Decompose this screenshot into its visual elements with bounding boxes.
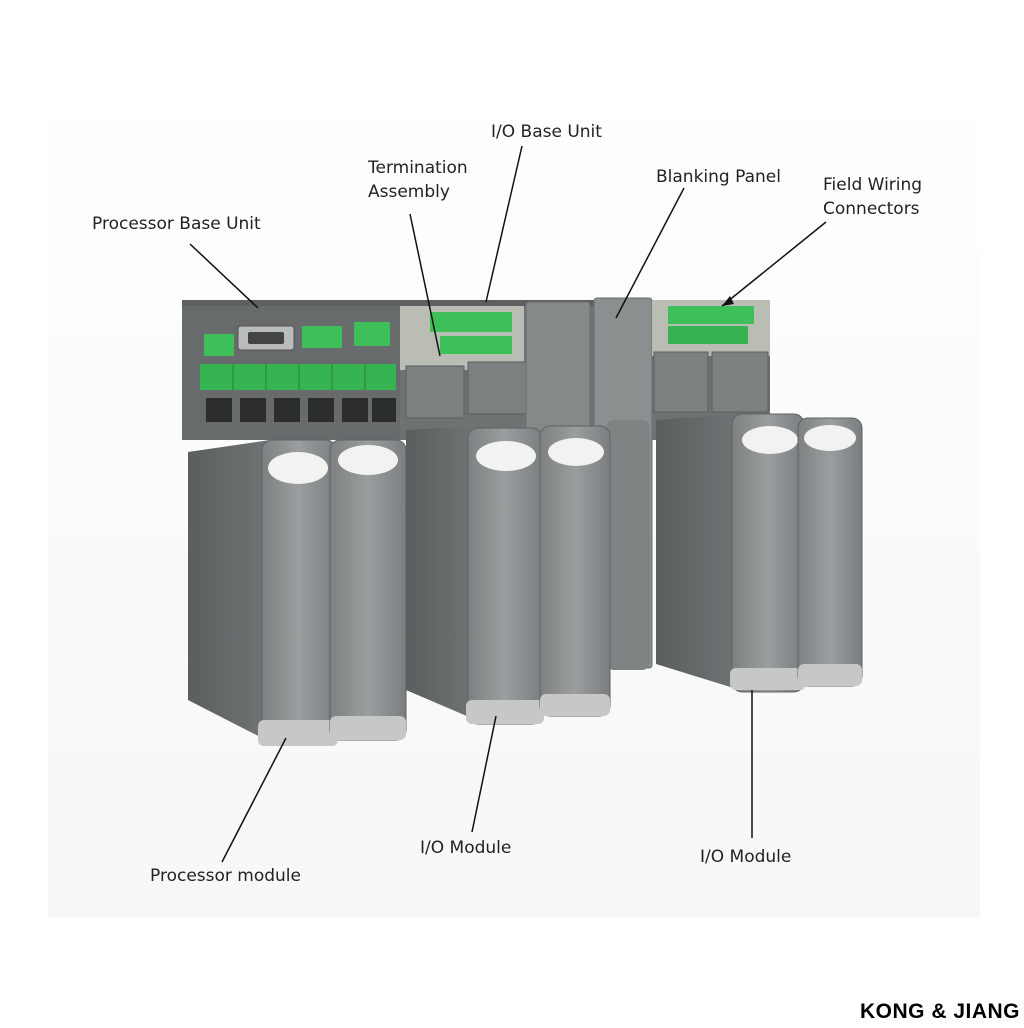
leader-blanking <box>615 187 685 319</box>
label-blanking-panel: Blanking Panel <box>656 167 781 187</box>
label-field-wiring-connectors: Field Wiring Connectors <box>823 175 923 219</box>
leader-lines <box>189 145 827 863</box>
green-terminal-row-bottom <box>200 364 396 390</box>
label-io-module-left: I/O Module <box>420 838 512 858</box>
leader-processor-base <box>189 243 259 309</box>
leader-field-wiring <box>721 221 827 307</box>
leader-io-base <box>485 145 523 303</box>
field-wiring-connectors <box>652 300 770 413</box>
leader-processor-module <box>221 737 287 863</box>
arrowhead-field-wiring <box>722 296 734 306</box>
io-module-pair-right <box>656 413 863 693</box>
watermark-text: KONG & JIANG <box>859 1000 1020 1023</box>
rj45-ports <box>206 398 396 422</box>
green-terminal-row-top <box>204 322 390 356</box>
io-module-pair-left <box>406 425 611 725</box>
leader-io-module-left <box>471 715 497 833</box>
processor-module-pair <box>188 439 407 746</box>
leader-termination <box>409 213 441 357</box>
label-termination-assembly: Termination Assembly <box>368 158 468 202</box>
label-processor-module: Processor module <box>150 866 301 886</box>
label-processor-base-unit: Processor Base Unit <box>92 214 261 234</box>
processor-base-unit <box>200 322 396 422</box>
label-io-module-right: I/O Module <box>700 847 792 867</box>
termination-assembly <box>400 306 527 419</box>
label-io-base-unit: I/O Base Unit <box>491 122 602 142</box>
